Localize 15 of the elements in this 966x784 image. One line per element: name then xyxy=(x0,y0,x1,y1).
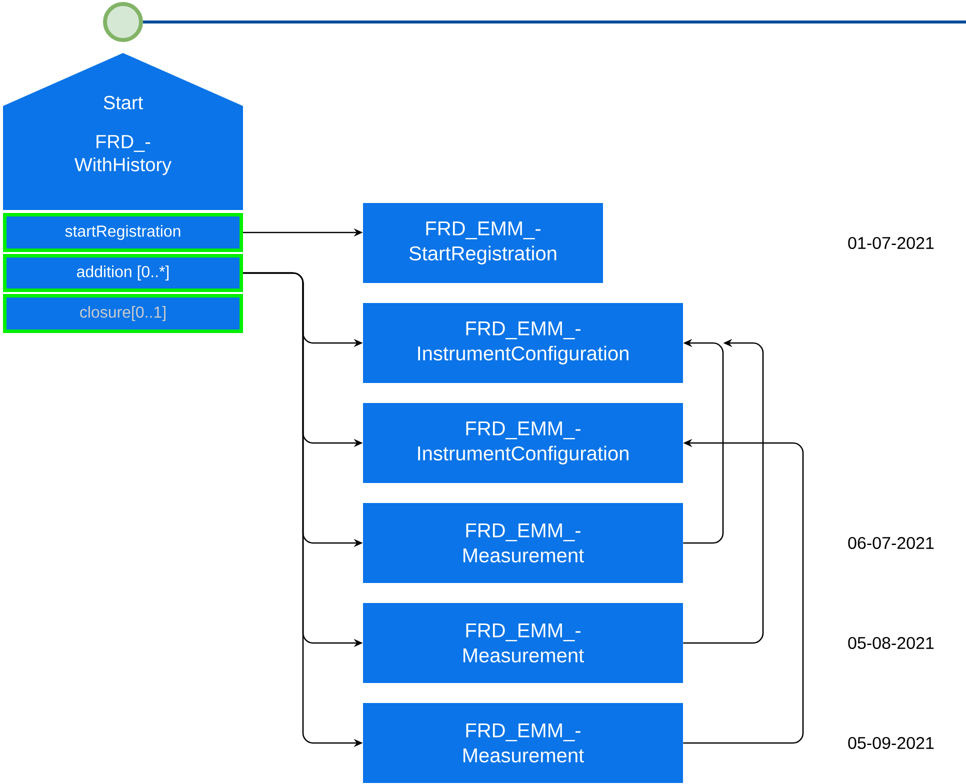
list-row: startRegistration xyxy=(3,213,243,252)
timeline-line xyxy=(143,20,966,24)
start-circle xyxy=(103,2,143,42)
process-box: FRD_EMM_- InstrumentConfiguration xyxy=(363,303,683,383)
process-box: FRD_EMM_- StartRegistration xyxy=(363,203,603,283)
date-label: 06-07-2021 xyxy=(848,536,934,550)
process-box: FRD_EMM_- Measurement xyxy=(363,503,683,583)
date-label: 05-09-2021 xyxy=(848,736,934,750)
process-box: FRD_EMM_- InstrumentConfiguration xyxy=(363,403,683,483)
date-label: 01-07-2021 xyxy=(848,236,934,250)
process-box: FRD_EMM_- Measurement xyxy=(363,603,683,683)
list-row: addition [0..*] xyxy=(3,254,243,292)
list-row: closure[0..1] xyxy=(3,294,243,333)
process-box: FRD_EMM_- Measurement xyxy=(363,703,683,783)
date-label: 05-08-2021 xyxy=(848,636,934,650)
